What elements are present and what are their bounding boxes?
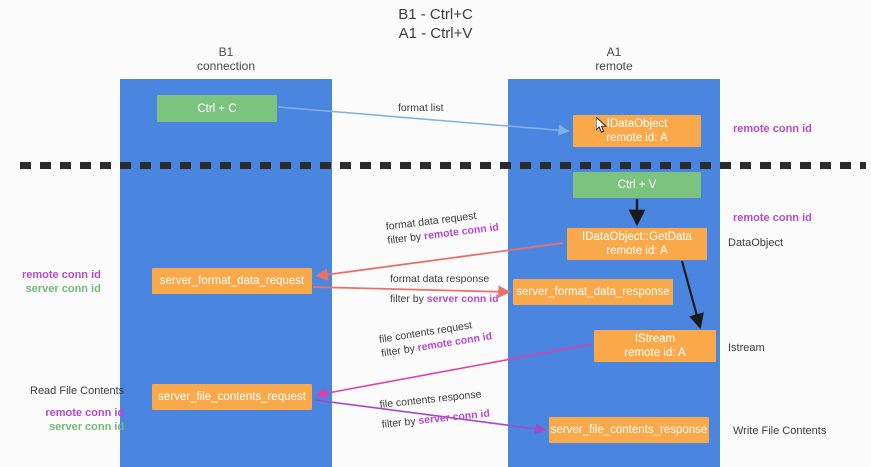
title-line-2: A1 - Ctrl+V	[398, 25, 473, 42]
diagram-title: B1 - Ctrl+C A1 - Ctrl+V	[0, 5, 871, 43]
box-istream-line2: remote id: A	[624, 347, 686, 359]
label-format-list: format list	[398, 101, 444, 115]
side-label-left-conn-ids-top: remote conn id server conn id	[22, 268, 101, 296]
box-sfdres-label: server_format_data_response	[516, 286, 670, 298]
box-sfdreq-label: server_format_data_request	[159, 275, 305, 287]
box-sfcres-label: server_file_contents_response	[550, 424, 708, 436]
box-istream-line1: IStream	[634, 333, 676, 345]
side-label-left-remote-conn-id: remote conn id	[22, 269, 101, 281]
label-fcres-filter-prefix: filter by	[381, 415, 420, 431]
label-format-data-response: format data response filter by server co…	[390, 272, 499, 306]
side-label-left-server-conn-id: server conn id	[25, 283, 101, 295]
label-fcres-filter-value: server conn id	[417, 407, 491, 427]
box-ctrl-v[interactable]: Ctrl + V	[573, 172, 701, 198]
label-format-data-request: format data request filter by remote con…	[385, 206, 500, 247]
box-idataobject-line2: remote id: A	[606, 132, 668, 144]
side-label-left-remote-conn-id-2: remote conn id	[45, 407, 125, 419]
mouse-cursor-icon	[595, 115, 608, 140]
column-header-b1-role: connection	[196, 59, 256, 73]
label-fcres-filter: filter by server conn id	[381, 407, 490, 432]
label-file-contents-response: file contents response filter by server …	[379, 387, 491, 432]
phase-divider	[0, 156, 871, 169]
box-getdata-line2: remote id: A	[606, 245, 668, 257]
box-istream[interactable]: IStream remote id: A	[594, 330, 716, 362]
box-server-file-contents-request[interactable]: server_file_contents_request	[152, 384, 312, 410]
label-file-contents-request: file contents request filter by remote c…	[378, 315, 493, 360]
label-fdres-filter-value: server conn id	[426, 293, 499, 305]
box-server-format-data-response[interactable]: server_format_data_response	[513, 279, 673, 305]
side-label-istream: Istream	[728, 342, 765, 354]
side-label-left-server-conn-id-2: server conn id	[48, 421, 125, 433]
side-label-write-file-contents: Write File Contents	[733, 425, 827, 437]
column-header-a1-name: A1	[606, 45, 622, 59]
side-label-read-file-contents: Read File Contents	[30, 385, 125, 397]
label-format-list-line1: format list	[398, 102, 444, 114]
box-getdata-line1: IDataObject::GetData	[582, 231, 692, 243]
title-line-1: B1 - Ctrl+C	[398, 6, 473, 23]
box-server-format-data-request[interactable]: server_format_data_request	[152, 268, 312, 294]
label-fdres-line1: format data response	[390, 273, 490, 285]
side-label-dataobject: DataObject	[728, 237, 784, 249]
box-ctrl-c[interactable]: Ctrl + C	[157, 95, 277, 122]
side-label-right-remote-conn-id-top: remote conn id	[733, 123, 812, 135]
label-fdres-filter: filter by server conn id	[390, 292, 499, 306]
label-fdres-filter-prefix: filter by	[390, 293, 427, 305]
box-idataobject-line1: IDataObject	[606, 118, 668, 130]
box-idataobject-getdata[interactable]: IDataObject::GetData remote id: A	[567, 228, 707, 260]
column-header-a1-role: remote	[595, 59, 633, 73]
box-sfcreq-label: server_file_contents_request	[158, 391, 306, 403]
box-ctrl-v-label: Ctrl + V	[617, 179, 657, 191]
column-header-b1: B1 connection	[120, 45, 332, 73]
column-header-a1: A1 remote	[508, 45, 720, 73]
side-label-right-remote-conn-id-mid: remote conn id	[733, 212, 812, 224]
box-ctrl-c-label: Ctrl + C	[197, 102, 237, 115]
side-label-left-read-file-block: Read File Contents remote conn id server…	[30, 384, 124, 434]
box-idataobject[interactable]: IDataObject remote id: A	[573, 115, 701, 147]
label-fdreq-filter-prefix: filter by	[386, 230, 425, 247]
column-header-b1-name: B1	[218, 45, 234, 59]
box-server-file-contents-response[interactable]: server_file_contents_response	[549, 417, 709, 443]
